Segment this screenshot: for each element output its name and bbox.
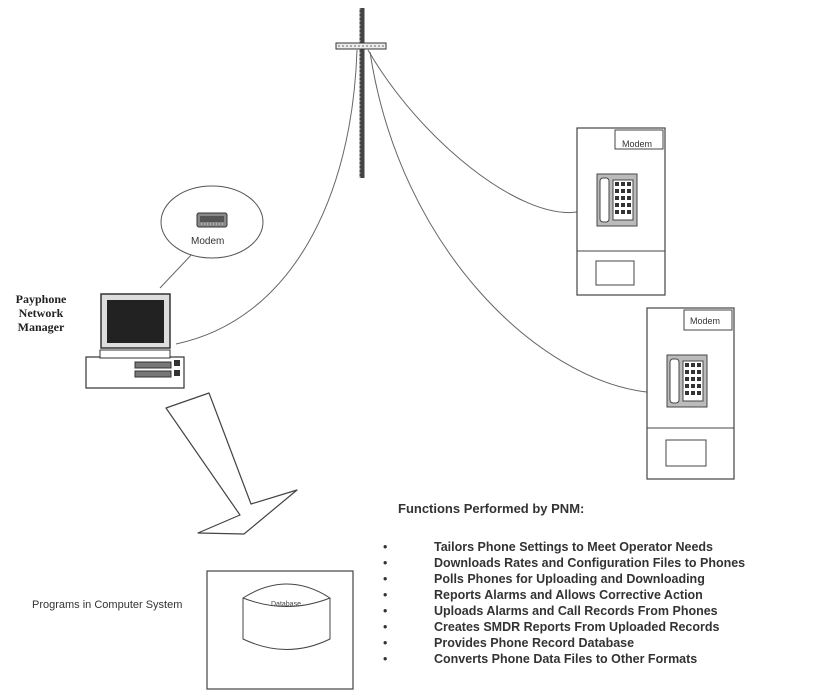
function-item: • Reports Alarms and Allows Corrective Ac… (380, 587, 745, 603)
pnm-label-line: Network (18, 306, 64, 320)
function-item: • Uploads Alarms and Call Records From Ph… (380, 603, 745, 619)
line-pole-to-phone1 (367, 49, 578, 214)
arrow-to-computer-system (165, 392, 298, 535)
function-text: Converts Phone Data Files to Other Forma… (434, 652, 698, 666)
modem-device-icon (196, 212, 228, 228)
bullet-icon: • (383, 604, 388, 618)
function-item: • Provides Phone Record Database (380, 635, 745, 651)
payphone-1-modem-label: Modem (622, 139, 653, 149)
line-pole-to-phone2 (369, 51, 648, 393)
function-item: • Downloads Rates and Configuration Files… (380, 555, 745, 571)
bullet-icon: • (383, 572, 388, 586)
bullet-icon: • (383, 620, 388, 634)
functions-list: • Tailors Phone Settings to Meet Operator… (380, 539, 745, 667)
computer-icon (85, 293, 185, 389)
function-text: Reports Alarms and Allows Corrective Act… (434, 588, 703, 602)
line-modem-to-pc (159, 251, 195, 289)
function-text: Polls Phones for Uploading and Downloadi… (434, 572, 705, 586)
functions-title: Functions Performed by PNM: (398, 501, 585, 516)
pnm-label-line: Manager (17, 320, 65, 334)
function-item: • Tailors Phone Settings to Meet Operator… (380, 539, 745, 555)
function-text: Uploads Alarms and Call Records From Pho… (434, 604, 718, 618)
function-text: Downloads Rates and Configuration Files … (434, 556, 746, 570)
payphone-2 (646, 307, 735, 480)
bullet-icon: • (383, 652, 388, 666)
bullet-icon: • (383, 588, 388, 602)
modem-oval (160, 185, 264, 259)
payphone-2-modem-label: Modem (690, 316, 721, 326)
payphone-1 (576, 127, 666, 296)
function-text: Provides Phone Record Database (434, 636, 635, 650)
computer-system-box (206, 570, 354, 690)
connection-lines (159, 49, 648, 393)
database-label: Database (271, 601, 301, 608)
bullet-icon: • (383, 556, 388, 570)
programs-label: Programs in Computer System (32, 599, 183, 611)
payphone-network-manager-label: Payphone Network Manager (8, 292, 74, 334)
function-item: • Converts Phone Data Files to Other Form… (380, 651, 745, 667)
function-text: Tailors Phone Settings to Meet Operator … (434, 540, 713, 554)
line-pole-to-pc (175, 49, 358, 345)
telephone-pole (335, 8, 387, 178)
function-item: • Polls Phones for Uploading and Download… (380, 571, 745, 587)
modem-oval-label: Modem (191, 236, 225, 247)
function-text: Creates SMDR Reports From Uploaded Recor… (434, 620, 720, 634)
function-item: • Creates SMDR Reports From Uploaded Reco… (380, 619, 745, 635)
bullet-icon: • (383, 540, 388, 554)
pnm-label-line: Payphone (15, 292, 67, 306)
bullet-icon: • (383, 636, 388, 650)
